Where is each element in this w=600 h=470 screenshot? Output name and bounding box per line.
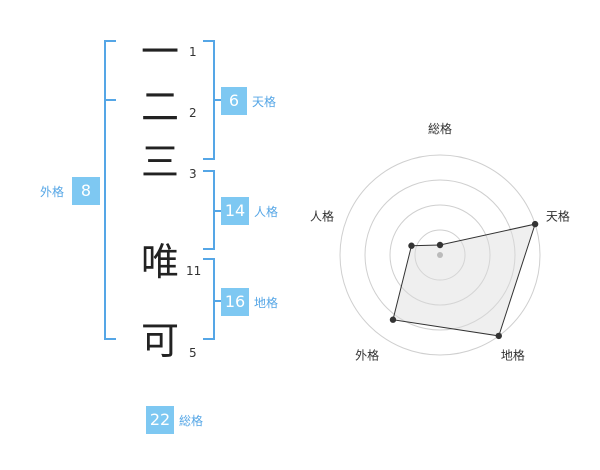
stroke-count-3: 3 [189,167,197,181]
radar-axis-label-1: 天格 [546,209,570,224]
radar-axis-label-2: 地格 [501,347,525,362]
name-char-4: 唯 [140,240,179,284]
chikaku-label: 地格 [254,296,279,310]
radar-data-area [392,223,536,337]
radar-grid-ring [414,229,466,281]
soukaku-label: 総格 [179,414,204,428]
radar-point-4 [408,242,415,249]
radar-axis-label-4: 人格 [310,209,334,224]
name-char-2: 二 [140,85,179,129]
radar-point-2 [495,332,502,340]
radar-grid-ring [389,204,491,306]
stroke-count-4: 11 [186,264,202,278]
tenkaku-label: 天格 [252,95,277,109]
tenkaku-score-badge: 6 [221,87,247,115]
radar-point-3 [389,316,397,323]
name-char-1: 一 [140,30,179,74]
stroke-count-2: 2 [189,106,197,120]
radar-axis-label-0: 総格 [428,121,452,136]
name-char-5: 可 [140,319,179,363]
radar-grid-ring [364,179,516,331]
stroke-count-5: 5 [189,346,197,360]
radar-grid-ring [339,154,541,356]
gaikaku-label: 外格 [40,185,65,199]
radar-point-1 [531,220,539,228]
name-char-3: 三 [140,140,179,184]
radar-point-0 [436,241,444,249]
jinkaku-score-badge: 14 [221,197,249,225]
jinkaku-label: 人格 [254,205,279,219]
radar-axis-label-3: 外格 [355,347,379,362]
chikaku-score-badge: 16 [221,288,249,316]
soukaku-score-badge: 22 [146,406,174,434]
gaikaku-score-badge: 8 [72,177,100,205]
stroke-count-1: 1 [189,45,197,59]
radar-center-dot [437,252,443,258]
